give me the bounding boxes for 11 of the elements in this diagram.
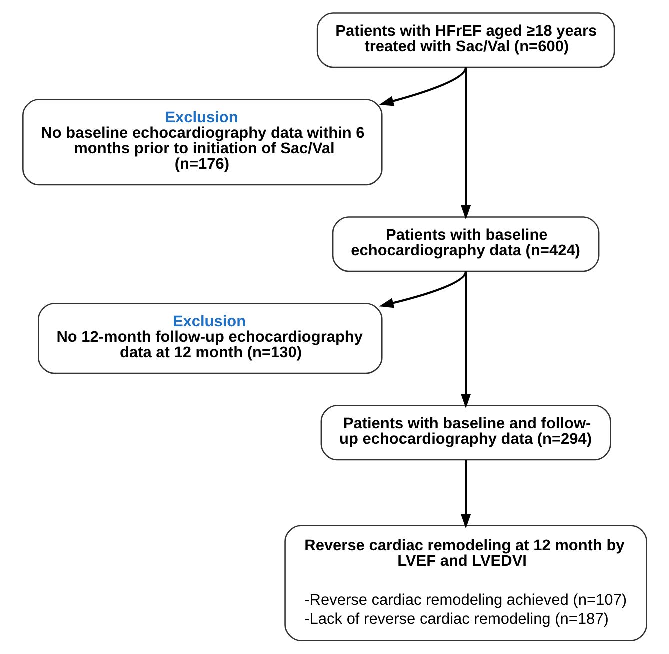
arrow	[460, 272, 471, 408]
arrow	[460, 460, 471, 529]
node-box: Exclusion No 12-month follow-up echocardiography data at 12 month (n=130)	[38, 303, 382, 374]
arrow	[378, 271, 467, 308]
node-box: Patients with HFrEF aged ≥18 years treated with Sac/Val (n=600)	[316, 12, 615, 68]
node-box: Patients with baseline echocardiography data (n=424)	[332, 216, 600, 272]
arrow	[460, 68, 471, 220]
node-box: Reverse cardiac remodeling at 12 month by LVEF and LVEDVI -Reverse cardiac remodeling achieved (n=107) -Lack of reverse cardiac remodeling (n=187)	[284, 525, 647, 642]
arrow	[378, 67, 467, 106]
node-box: Exclusion No baseline echocardiography data within 6 months prior to initiation of Sac/Val (n=176)	[22, 99, 382, 186]
node-box: Patients with baseline and follow-up echocardiography data (n=294)	[320, 405, 611, 461]
